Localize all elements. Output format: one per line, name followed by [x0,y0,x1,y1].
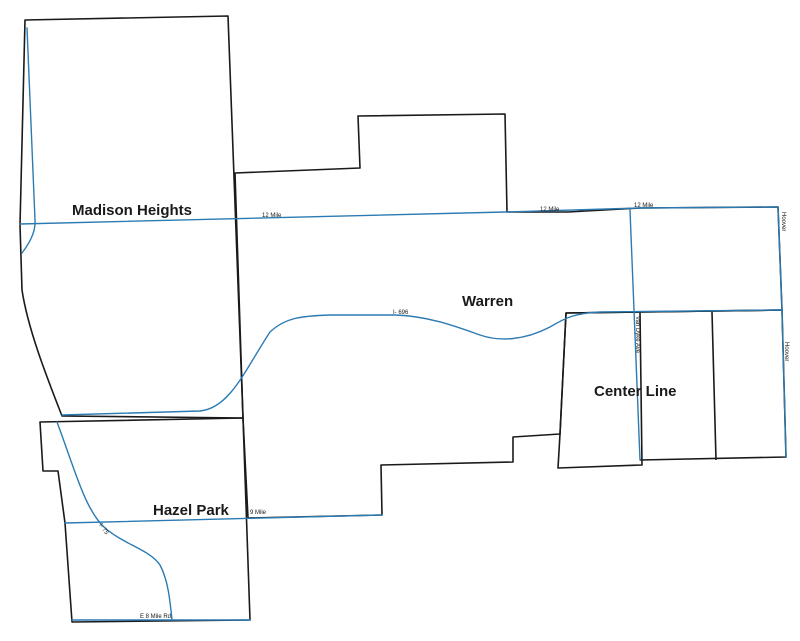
nine-mile-road [64,514,383,524]
hoover-label-north: Hoover [780,212,786,231]
i75-highway [56,421,173,621]
madison-heights-connector [21,27,36,254]
i75-label: I- 75 [97,523,109,537]
i696-highway [61,309,783,416]
twelve-mile-label-1: 12 Mile [262,213,282,219]
i696-label: I- 696 [393,310,409,316]
hazel-park-boundary [39,417,251,623]
hoover-road-south [781,309,787,458]
center-line-label: Center Line [594,383,677,400]
madison-heights-label: Madison Heights [72,202,192,219]
warren-label: Warren [462,293,513,310]
hazel-park-label: Hazel Park [153,502,230,519]
hoover-road-north [777,206,783,311]
eight-mile-label: E 8 Mile Rd [140,614,171,620]
center-line-inner-line [711,311,717,461]
hoover-label-south: Hoover [783,342,789,361]
van-dyke-label: Van Dyke Ave [634,316,640,354]
nine-mile-label: 9 Mile [250,510,267,516]
van-dyke-avenue [629,209,641,461]
twelve-mile-road [19,206,779,225]
madison-heights-boundary [19,15,244,419]
twelve-mile-label-3: 12 Mile [634,203,654,209]
twelve-mile-label-2: 12 Mile [540,207,560,213]
